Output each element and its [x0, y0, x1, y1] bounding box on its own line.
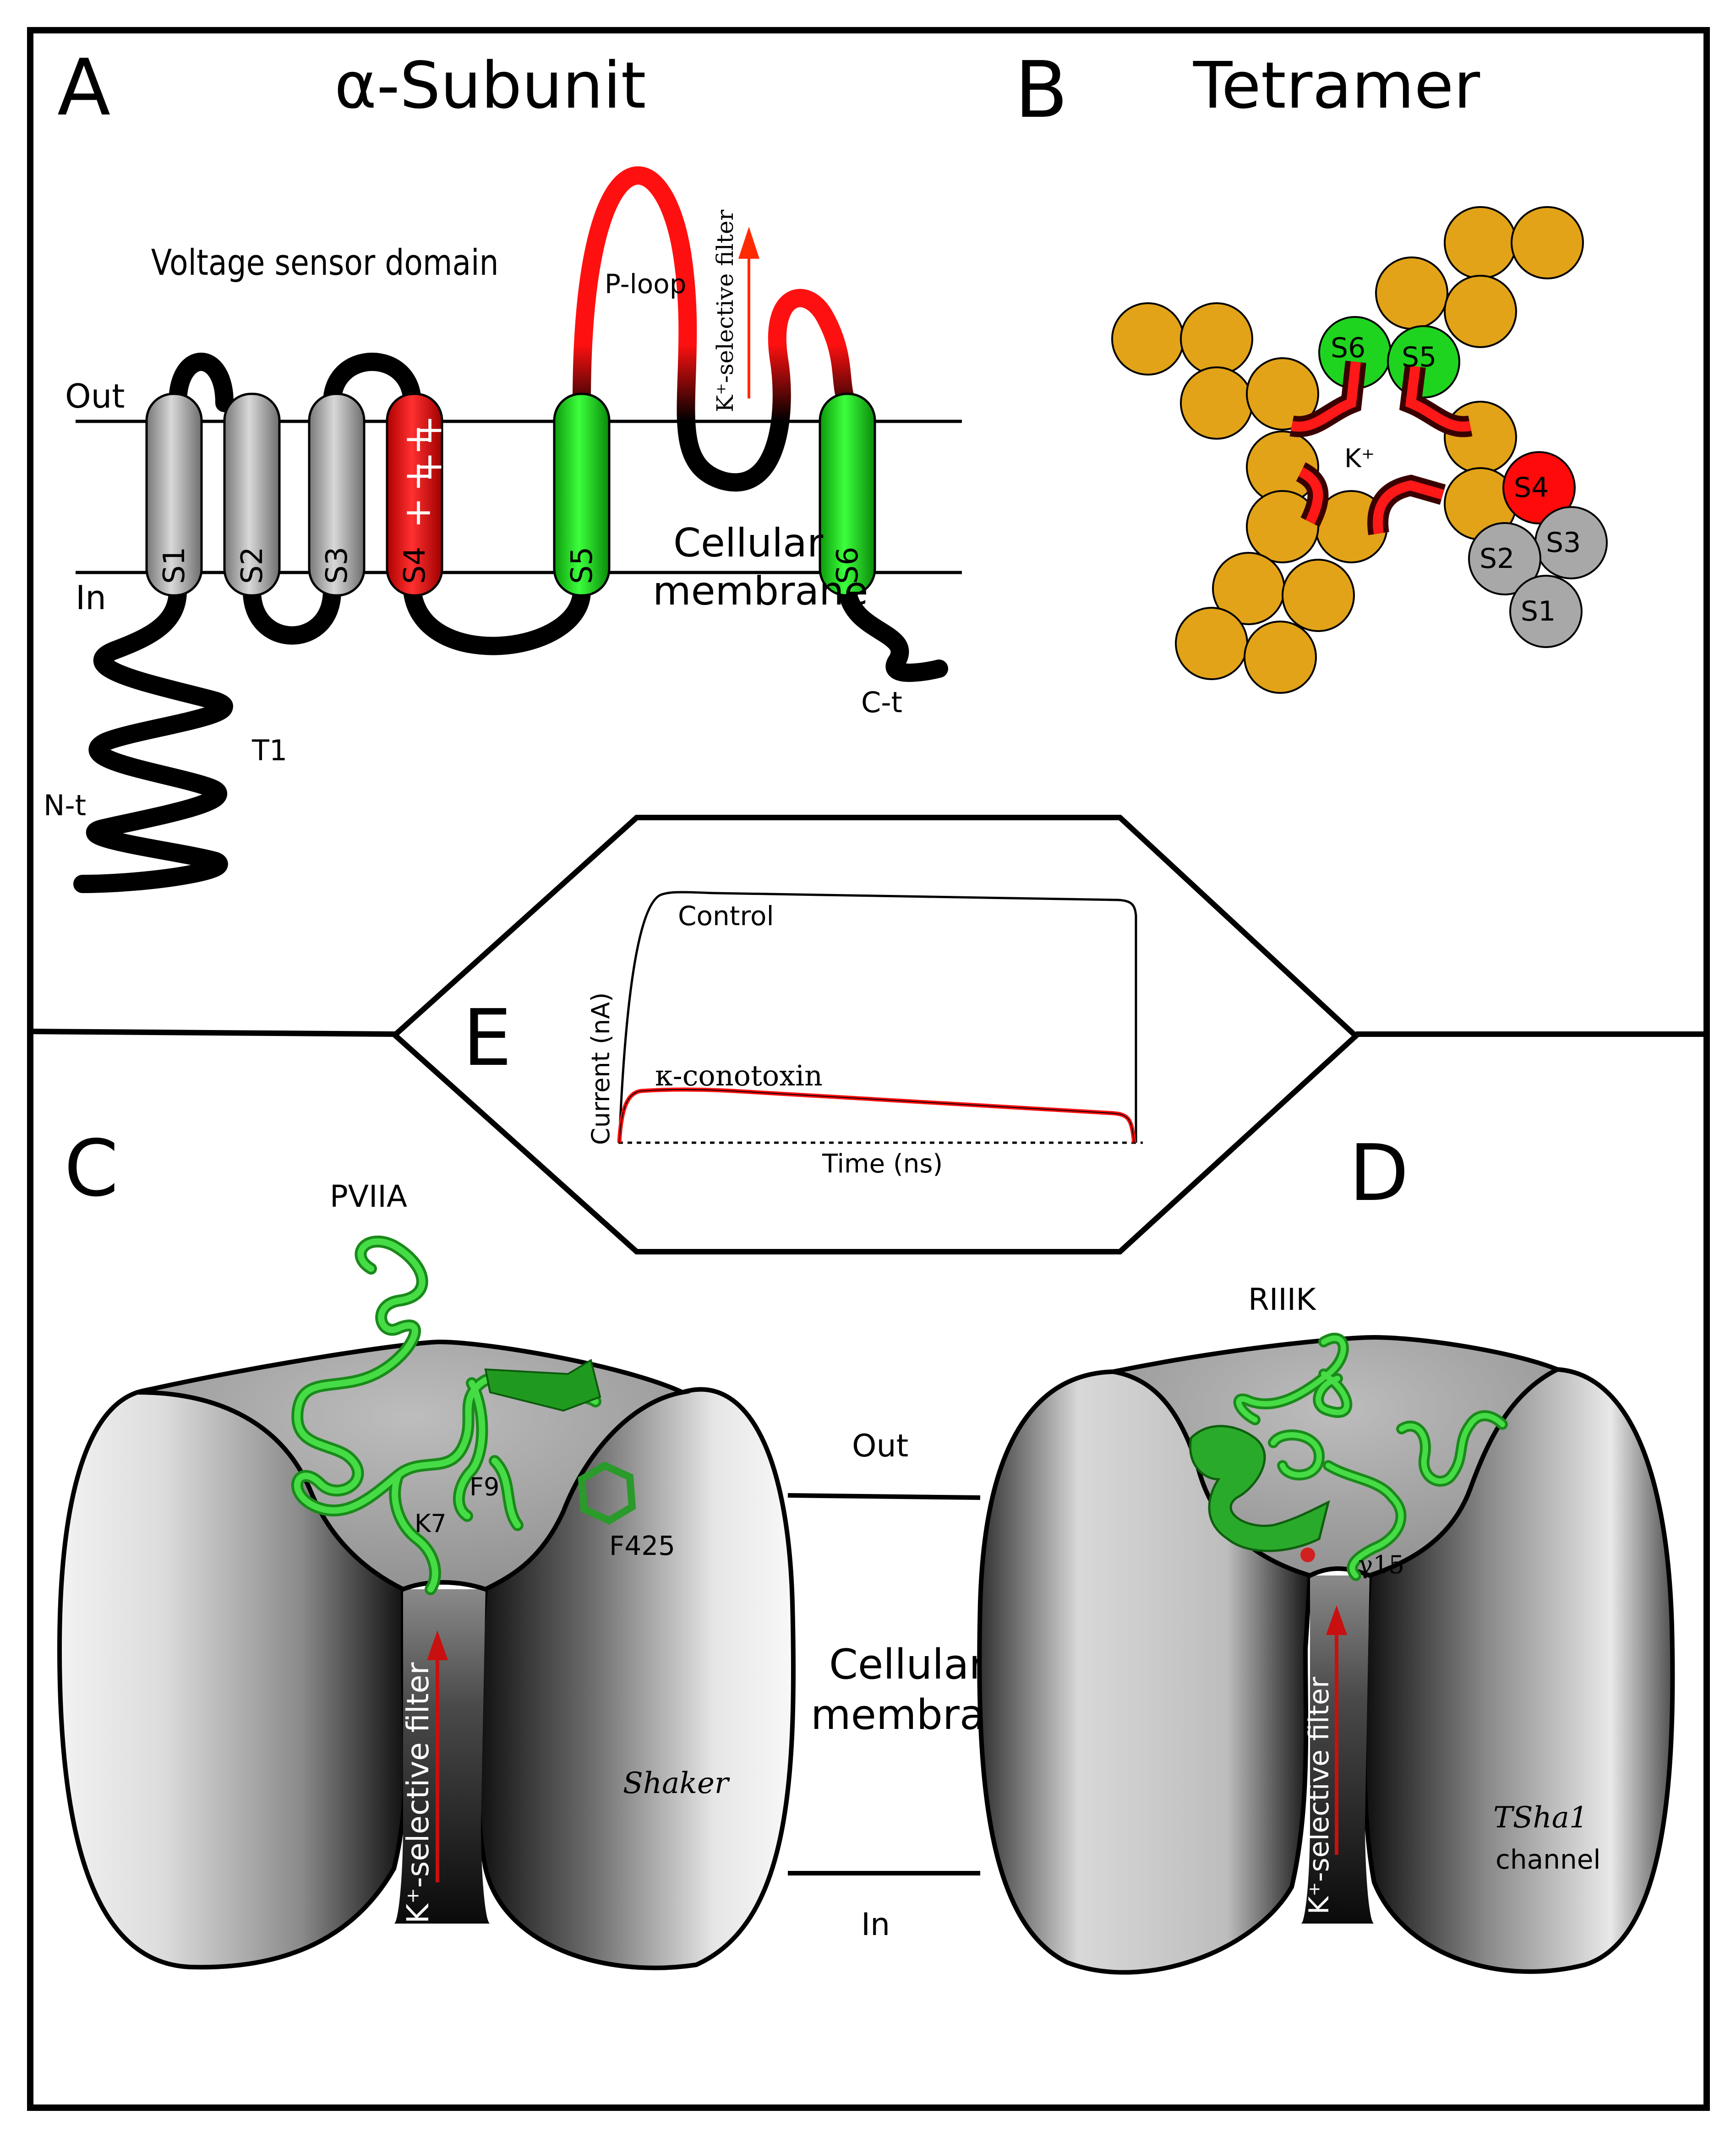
filter-label-a: K⁺-selective filter — [712, 210, 738, 412]
panel-a-title: α-Subunit — [334, 49, 646, 123]
middle-in-label: In — [861, 1907, 890, 1943]
time-axis-label: Time (ns) — [822, 1149, 943, 1179]
segment-s4: S4 + + + + + — [386, 393, 445, 597]
segment-s5: S5 — [553, 393, 611, 597]
tetramer-s3-label: S3 — [1546, 527, 1581, 559]
middle-out-label: Out — [852, 1428, 908, 1464]
figure-frame — [27, 27, 1710, 2111]
svg-text:S1: S1 — [158, 547, 191, 584]
middle-region: Out Cellular membrane In — [787, 1428, 1036, 1943]
panel-e-letter: E — [463, 993, 512, 1084]
svg-text:S2: S2 — [235, 547, 269, 584]
c-terminus-label: C-t — [861, 686, 902, 719]
tetramer-s5-label: S5 — [1402, 341, 1436, 373]
f425-label: F425 — [609, 1530, 675, 1561]
filter-label-c: K⁺-selective filter — [400, 1662, 436, 1924]
segment-s2: S2 — [223, 393, 281, 597]
gamma15-oxygen — [1300, 1548, 1315, 1562]
tetramer-vsd — [1468, 451, 1608, 648]
shaker-label: Shaker — [623, 1766, 730, 1800]
in-label: In — [76, 578, 106, 617]
shaker-pore — [394, 1589, 490, 1924]
control-label: Control — [678, 900, 774, 932]
panel-b-letter: B — [1015, 45, 1068, 136]
tetramer-s1-label: S1 — [1521, 595, 1556, 627]
filter-arrow-a: K⁺-selective filter — [712, 210, 759, 412]
svg-text:+: + — [415, 408, 445, 451]
tetramer-ion-label: K⁺ — [1344, 444, 1375, 474]
svg-text:S4: S4 — [398, 547, 432, 584]
svg-text:S3: S3 — [320, 547, 354, 584]
control-trace — [618, 891, 1137, 1143]
s4-positive-charges: + + + + + — [403, 408, 445, 533]
filter-arrow-c — [427, 1630, 448, 1882]
middle-membrane-line1: Cellular — [829, 1641, 986, 1689]
membrane-label-a-line1: Cellular — [673, 520, 824, 566]
riiik-label: RIIIK — [1248, 1282, 1316, 1317]
p-loop — [573, 166, 857, 492]
riiik-helix — [1189, 1425, 1330, 1552]
f425-ring — [578, 1461, 636, 1525]
segment-s6: S6 — [819, 393, 876, 597]
svg-text:S5: S5 — [565, 547, 599, 584]
riiik-toxin-highlight — [1236, 1336, 1505, 1578]
tetramer-s6-label: S6 — [1331, 332, 1365, 364]
n-terminus-label: N-t — [44, 789, 86, 822]
pviia-toxin-highlight — [294, 1238, 599, 1592]
segment-s1: S1 — [145, 393, 203, 597]
alpha-subunit-backbone — [73, 353, 948, 893]
filter-arrow-d — [1326, 1605, 1347, 1855]
svg-text:+: + — [403, 417, 434, 460]
panel-a-letter: A — [57, 43, 110, 133]
p-loop-label: P-loop — [605, 268, 687, 300]
t1-label: T1 — [251, 734, 287, 767]
panel-d-letter: D — [1349, 1128, 1409, 1219]
membrane-label-a-line2: membrane — [653, 568, 868, 614]
panel-a: A α-Subunit Voltage sensor domain Out In… — [44, 43, 962, 893]
current-axis-label: Current (nA) — [586, 992, 615, 1145]
panel-d: D RIIIK γ15 K⁺-selective filter — [977, 1128, 1675, 1975]
panel-e-hexagon — [391, 815, 1360, 1254]
gamma15-label: γ15 — [1358, 1550, 1404, 1579]
tsha1-channel-label: channel — [1496, 1844, 1601, 1875]
svg-text:+: + — [403, 491, 434, 533]
pviia-label: PVIIA — [330, 1179, 407, 1214]
k7-label: K7 — [415, 1509, 447, 1538]
svg-text:+: + — [403, 454, 434, 496]
svg-text:+: + — [415, 445, 445, 487]
panel-b-title: Tetramer — [1193, 49, 1480, 123]
panel-c: C PVIIA K7 F9 F425 K⁺-selec — [57, 1123, 796, 1970]
tetramer-filter-arms — [1289, 360, 1473, 535]
panel-e: E Control κ-conotoxin Current (nA) Time … — [391, 815, 1360, 1254]
toxin-label: κ-conotoxin — [655, 1059, 823, 1092]
panel-b: B Tetramer — [1015, 45, 1608, 694]
tetramer-s2-label: S2 — [1479, 543, 1514, 575]
pviia-beta-strand — [484, 1358, 601, 1412]
svg-text:S6: S6 — [831, 547, 865, 584]
f9-label: F9 — [469, 1472, 499, 1501]
segment-s3: S3 — [308, 393, 366, 597]
voltage-sensor-domain-label: Voltage sensor domain — [151, 242, 499, 284]
out-label: Out — [65, 377, 125, 415]
filter-label-d: K⁺-selective filter — [1303, 1677, 1335, 1914]
panel-c-letter: C — [64, 1123, 119, 1214]
tsha1-label: TSha1 — [1493, 1801, 1588, 1835]
tetramer-s4-label: S4 — [1514, 472, 1549, 504]
